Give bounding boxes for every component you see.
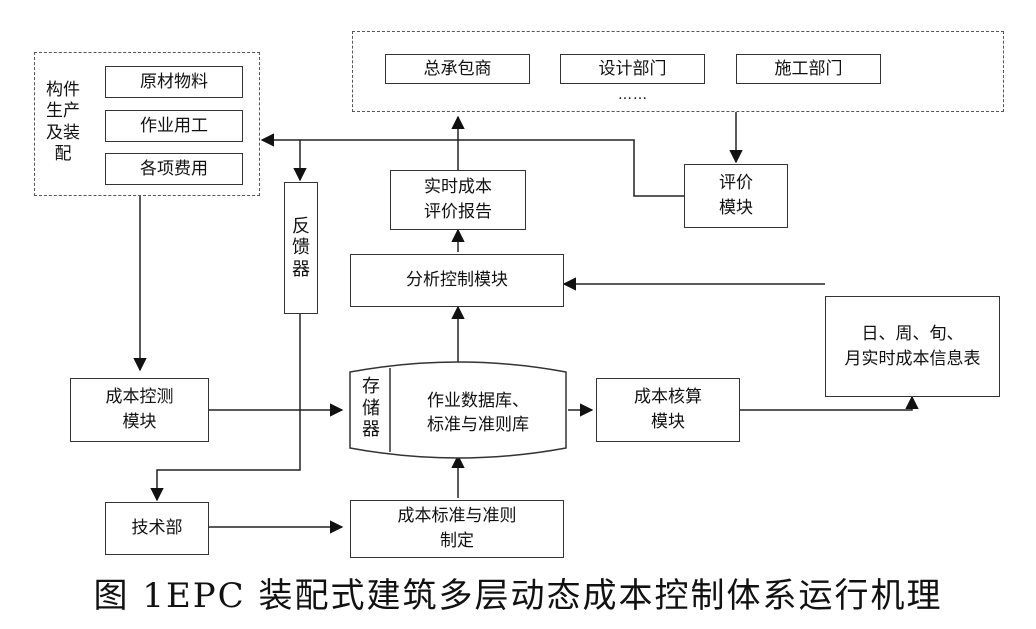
storage-shape (349, 361, 567, 459)
analysis-box: 分析控制模块 (350, 254, 564, 307)
arrow-eval-to-component (260, 133, 684, 197)
item-raw-materials: 原材物料 (105, 66, 243, 98)
component-group-label: 构件 生产 及装 配 (46, 80, 80, 164)
item-expenses: 各项费用 (105, 153, 243, 185)
storage-database: 作业数据库、 标准与准则库 (427, 391, 529, 435)
stakeholder-ellipsis: …… (618, 87, 648, 103)
realtime-report-box: 实时成本 评价报告 (390, 170, 526, 230)
stakeholder-group (352, 31, 1004, 112)
info-table-box: 日、周、旬、 月实时成本信息表 (825, 296, 1000, 397)
design-department: 设计部门 (560, 54, 705, 84)
construction-department: 施工部门 (736, 54, 881, 84)
figure-caption: 图 1EPC 装配式建筑多层动态成本控制体系运行机理 (93, 576, 943, 616)
evaluation-box: 评价 模块 (684, 164, 788, 228)
cost-accounting-box: 成本核算 模块 (596, 378, 740, 442)
storage-label: 存 储 器 (362, 376, 380, 441)
arrow-feedback-to-tech (150, 314, 301, 502)
component-group (34, 52, 260, 196)
cost-monitor-box: 成本控测 模块 (70, 378, 209, 442)
general-contractor: 总承包商 (385, 54, 530, 84)
item-labor: 作业用工 (105, 110, 243, 142)
arrow-accounting-to-info (740, 395, 919, 411)
standards-box: 成本标准与准则 制定 (350, 500, 564, 558)
feedback-box: 反 馈 器 (284, 182, 318, 314)
tech-dept-box: 技术部 (105, 502, 209, 555)
